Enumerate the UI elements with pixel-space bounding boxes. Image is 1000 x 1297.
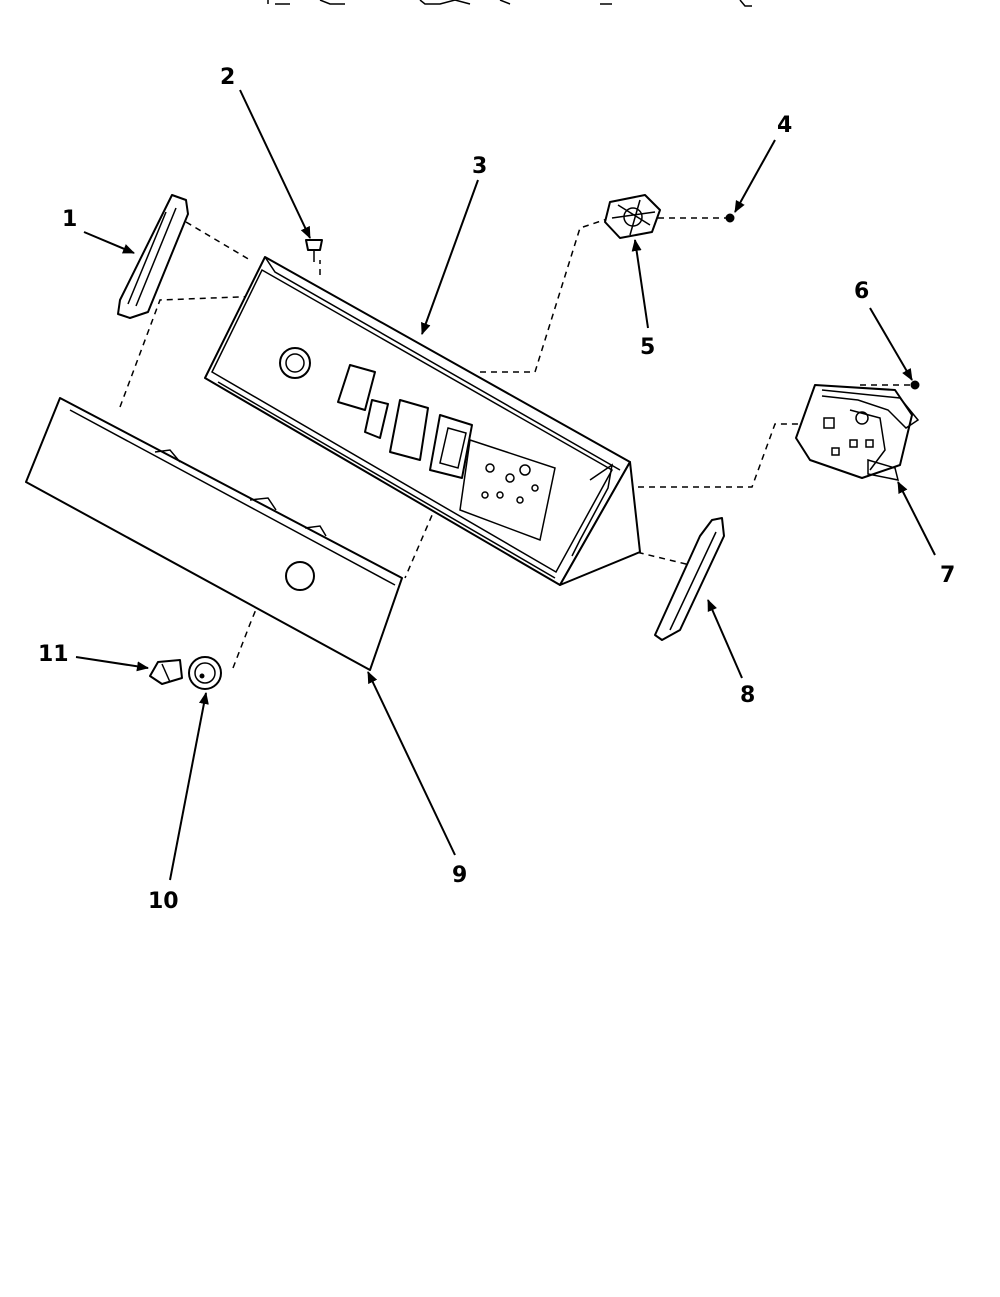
callout-11: 11 xyxy=(38,642,69,667)
left-end-cap xyxy=(117,194,189,319)
round-knob xyxy=(188,656,222,690)
leader-lines xyxy=(75,89,936,881)
right-end-cap xyxy=(654,517,725,641)
callout-5: 5 xyxy=(640,335,655,360)
front-panel-overlay xyxy=(25,397,403,671)
control-panel-console xyxy=(204,256,641,586)
screw xyxy=(305,239,323,262)
screw-small xyxy=(910,380,920,390)
callout-9: 9 xyxy=(452,863,467,888)
knob-insert xyxy=(604,194,661,239)
cutoff-header-fragment xyxy=(267,0,752,7)
callout-1: 1 xyxy=(62,207,77,232)
timer-module xyxy=(795,384,920,481)
callout-4: 4 xyxy=(777,113,792,138)
callout-7: 7 xyxy=(940,563,955,588)
callout-6: 6 xyxy=(854,279,869,304)
callout-3: 3 xyxy=(472,154,487,179)
callout-labels: 1 2 3 4 5 6 7 8 9 10 11 xyxy=(38,65,955,914)
nut xyxy=(725,213,735,223)
callout-8: 8 xyxy=(740,683,755,708)
knob-clip xyxy=(149,659,183,685)
callout-10: 10 xyxy=(148,889,179,914)
callout-2: 2 xyxy=(220,65,235,90)
